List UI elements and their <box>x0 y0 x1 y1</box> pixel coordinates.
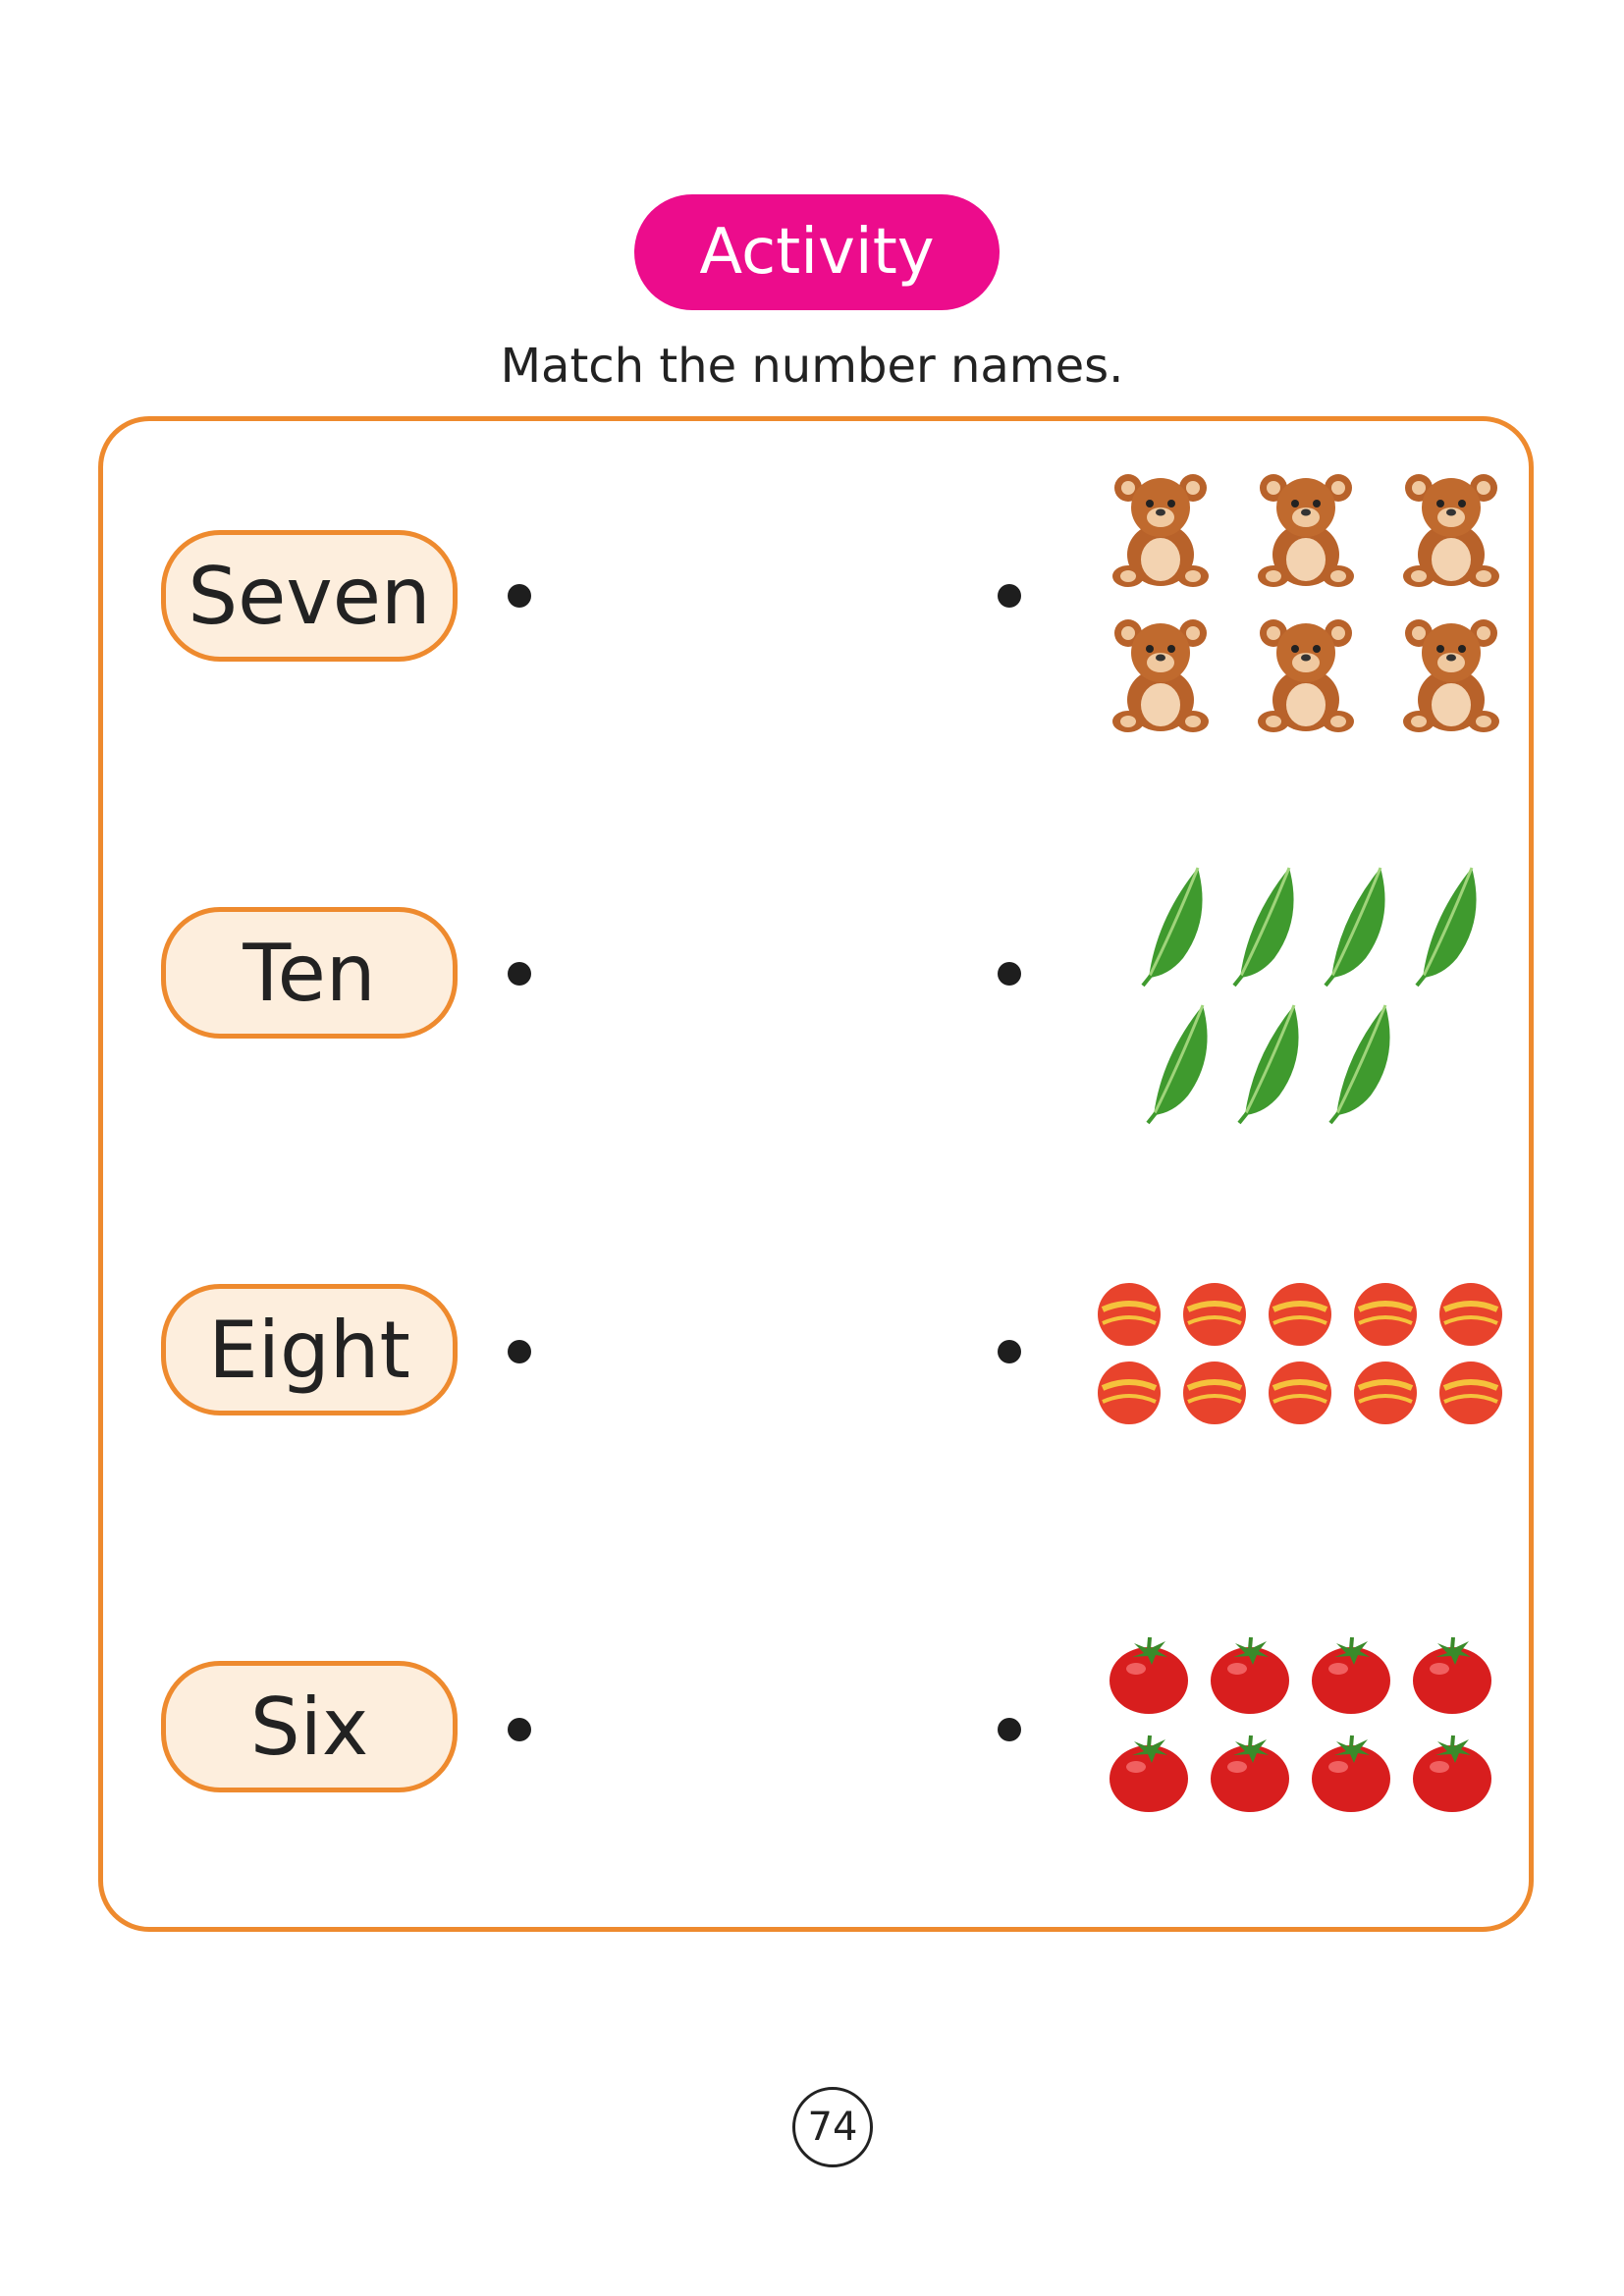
leaf-icon <box>1232 867 1294 988</box>
teddy-bear-icon <box>1112 619 1209 732</box>
leaf-icon <box>1328 1004 1390 1125</box>
match-row: Seven <box>0 474 1624 815</box>
number-word: Six <box>249 1681 369 1773</box>
ball-icon <box>1439 1283 1502 1346</box>
number-word: Eight <box>208 1304 410 1396</box>
ball-icon <box>1269 1362 1331 1424</box>
ball-icon <box>1354 1283 1417 1346</box>
tomato-icon <box>1312 1735 1390 1812</box>
match-dot-left[interactable] <box>508 962 531 986</box>
ball-icon <box>1183 1362 1246 1424</box>
match-dot-right[interactable] <box>998 1718 1021 1741</box>
match-dot-right[interactable] <box>998 1340 1021 1363</box>
number-word-box: Eight <box>161 1284 458 1415</box>
activity-title: Activity <box>634 194 1000 310</box>
tomato-icon <box>1110 1636 1188 1714</box>
number-word: Seven <box>188 550 431 642</box>
ball-icon <box>1098 1283 1161 1346</box>
leaf-icon <box>1415 867 1477 988</box>
ball-icon <box>1098 1362 1161 1424</box>
match-row: Eight <box>0 1274 1624 1569</box>
leaf-icon <box>1141 867 1203 988</box>
ball-icon <box>1269 1283 1331 1346</box>
tomato-icon <box>1312 1636 1390 1714</box>
leaf-icon <box>1146 1004 1208 1125</box>
teddy-bear-icon <box>1403 474 1499 587</box>
tomato-icon <box>1211 1735 1289 1812</box>
match-dot-right[interactable] <box>998 962 1021 986</box>
tomato-icon <box>1110 1735 1188 1812</box>
ball-icon <box>1439 1362 1502 1424</box>
tomato-icon <box>1413 1636 1491 1714</box>
match-dot-left[interactable] <box>508 1718 531 1741</box>
number-word-box: Seven <box>161 530 458 662</box>
leaf-icon <box>1324 867 1385 988</box>
number-word: Ten <box>243 927 376 1019</box>
page-number: 74 <box>792 2087 873 2167</box>
worksheet-frame <box>98 416 1534 1932</box>
teddy-bear-icon <box>1403 619 1499 732</box>
number-word-box: Six <box>161 1661 458 1792</box>
teddy-bear-icon <box>1258 619 1354 732</box>
match-row: Ten <box>0 867 1624 1192</box>
ball-icon <box>1183 1283 1246 1346</box>
teddy-bear-icon <box>1112 474 1209 587</box>
match-row: Six <box>0 1636 1624 1946</box>
match-dot-left[interactable] <box>508 584 531 608</box>
number-word-box: Ten <box>161 907 458 1039</box>
instruction-text: Match the number names. <box>500 339 1124 394</box>
leaf-icon <box>1237 1004 1299 1125</box>
match-dot-right[interactable] <box>998 584 1021 608</box>
match-dot-left[interactable] <box>508 1340 531 1363</box>
teddy-bear-icon <box>1258 474 1354 587</box>
tomato-icon <box>1211 1636 1289 1714</box>
tomato-icon <box>1413 1735 1491 1812</box>
ball-icon <box>1354 1362 1417 1424</box>
